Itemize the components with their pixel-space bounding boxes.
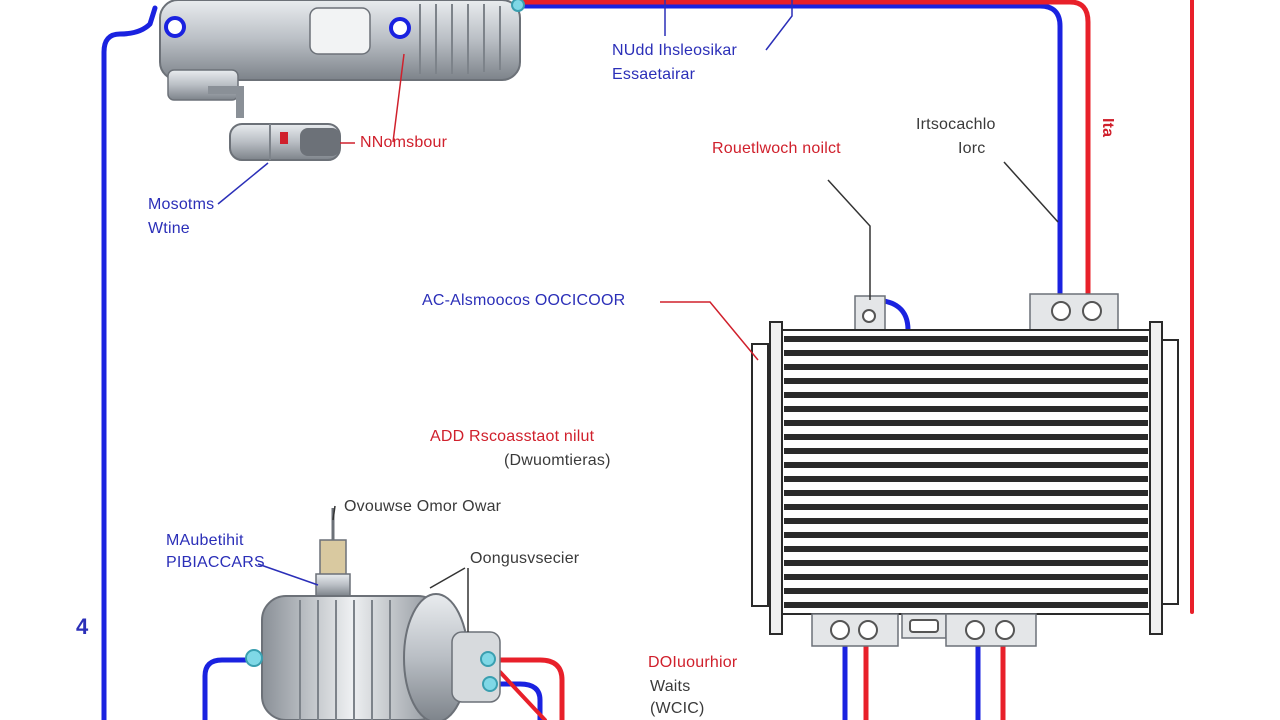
bottom-right-loop-cold xyxy=(492,681,543,720)
label-right-top-2: Iorc xyxy=(958,140,986,157)
label-top-center-1: NUdd Ihsleosikar xyxy=(612,42,738,59)
label-bottom-left-2: PIBIACCARS xyxy=(166,554,265,571)
left-return-line xyxy=(101,5,158,720)
compressor-fins xyxy=(419,4,501,74)
label-mid-red-1: ADD Rscoasstaot nilut xyxy=(430,428,595,445)
bottom-left-loop xyxy=(202,657,253,720)
label-bottom-red-2: Waits xyxy=(650,678,691,695)
compressor xyxy=(159,0,525,118)
label-far-right: Ita xyxy=(1099,118,1116,138)
label-left-2: Wtine xyxy=(148,220,190,237)
label-left-1: Mosotms xyxy=(148,196,215,213)
bottom-diagonal-line xyxy=(498,670,547,720)
label-valve: NNomsbour xyxy=(360,134,448,151)
label-bottom-left-1: MAubetihit xyxy=(166,532,244,549)
compressor-outlet-line-hot xyxy=(515,0,1091,301)
compressor-port-center xyxy=(389,17,411,39)
condenser-fins xyxy=(784,336,1148,608)
motor-ribs xyxy=(299,600,391,720)
label-bottom-top: Ovouwse Omor Owar xyxy=(344,498,502,515)
label-mid-red-2: (Dwuomtieras) xyxy=(504,452,611,469)
label-right-top-1: Irtsocachlo xyxy=(916,116,996,133)
valve-sensor xyxy=(229,123,341,161)
label-bottom-red-1: DOIuourhior xyxy=(648,654,738,671)
bottom-right-loop-hot xyxy=(497,657,565,720)
label-bottom-right: Oongusvsecier xyxy=(470,550,580,567)
compressor-port-left xyxy=(164,16,186,38)
condenser xyxy=(751,293,1179,647)
refrigerant-lines xyxy=(101,0,1194,720)
leader-lines xyxy=(217,0,1059,632)
compressor-port-right xyxy=(511,0,525,12)
blower-motor xyxy=(245,508,501,720)
label-core: AC-Alsmoocos OOCICOOR xyxy=(422,292,626,309)
label-bottom-red-3: (WCIC) xyxy=(650,700,705,717)
label-edge-mark: 4 xyxy=(76,614,89,639)
label-top-center-2: Essaetairar xyxy=(612,66,696,83)
label-mid-right: Rouetlwoch noilct xyxy=(712,140,841,157)
compressor-outlet-line xyxy=(515,3,1063,301)
